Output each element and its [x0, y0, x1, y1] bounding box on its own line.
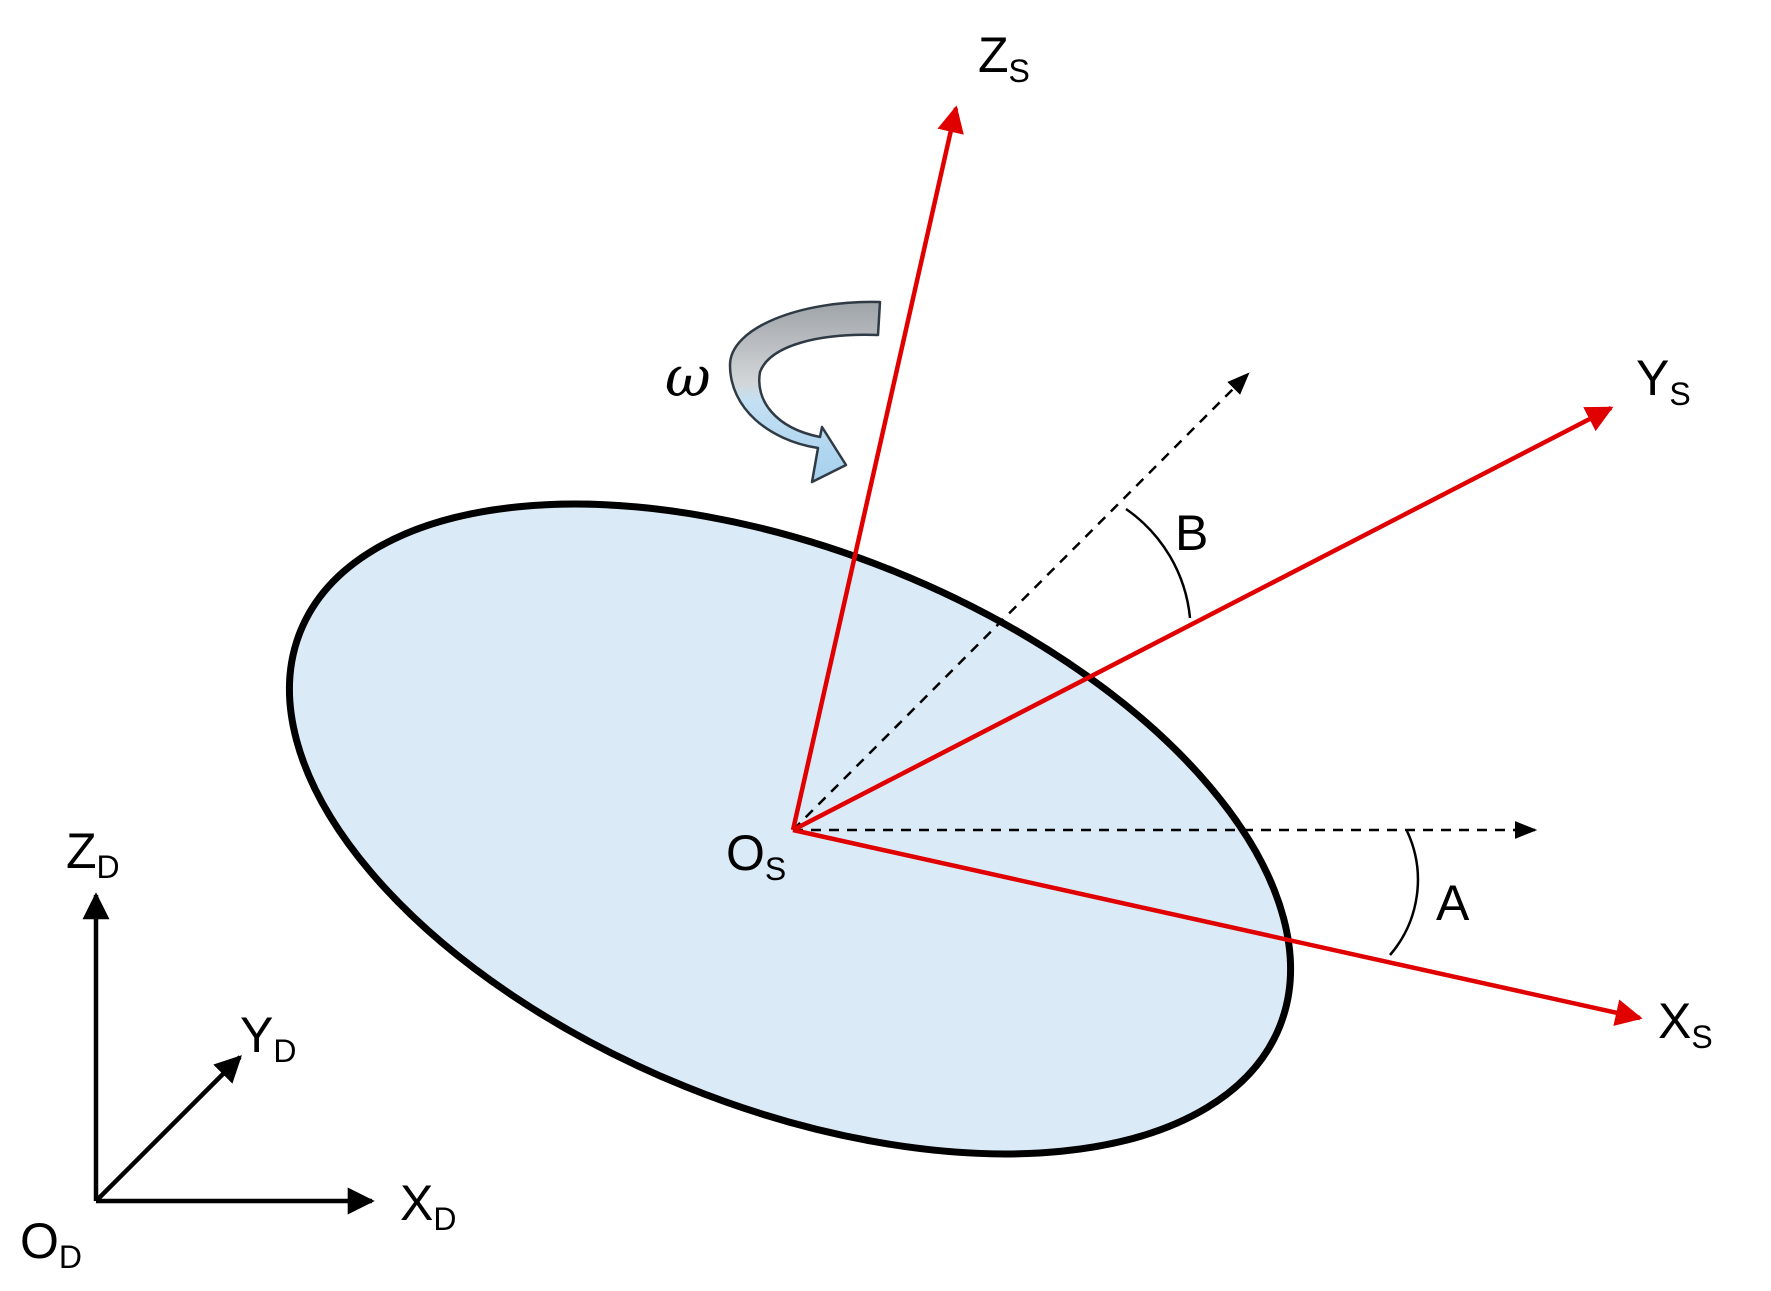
od-label: OD [20, 1213, 82, 1275]
xs-axis [792, 827, 1643, 1026]
ys-label: YS [1636, 350, 1691, 412]
zs-label: ZS [978, 27, 1030, 89]
xs-label: XS [1658, 993, 1713, 1055]
angle-a-label: A [1436, 875, 1470, 931]
zd-label: ZD [66, 823, 120, 885]
curved-arrow-icon [728, 300, 882, 484]
zs-axis [790, 105, 964, 831]
yd-axis [94, 1055, 242, 1203]
omega-label: ω [665, 345, 711, 410]
yd-label: YD [240, 1007, 296, 1069]
angle-a-arc [1389, 830, 1420, 956]
disk [285, 500, 1295, 1158]
os-label: OS [726, 825, 786, 887]
ys-axis [791, 406, 1614, 832]
angle-b-label: B [1175, 505, 1208, 561]
xd-label: XD [400, 1175, 456, 1237]
angle-b-arc [1125, 507, 1192, 619]
